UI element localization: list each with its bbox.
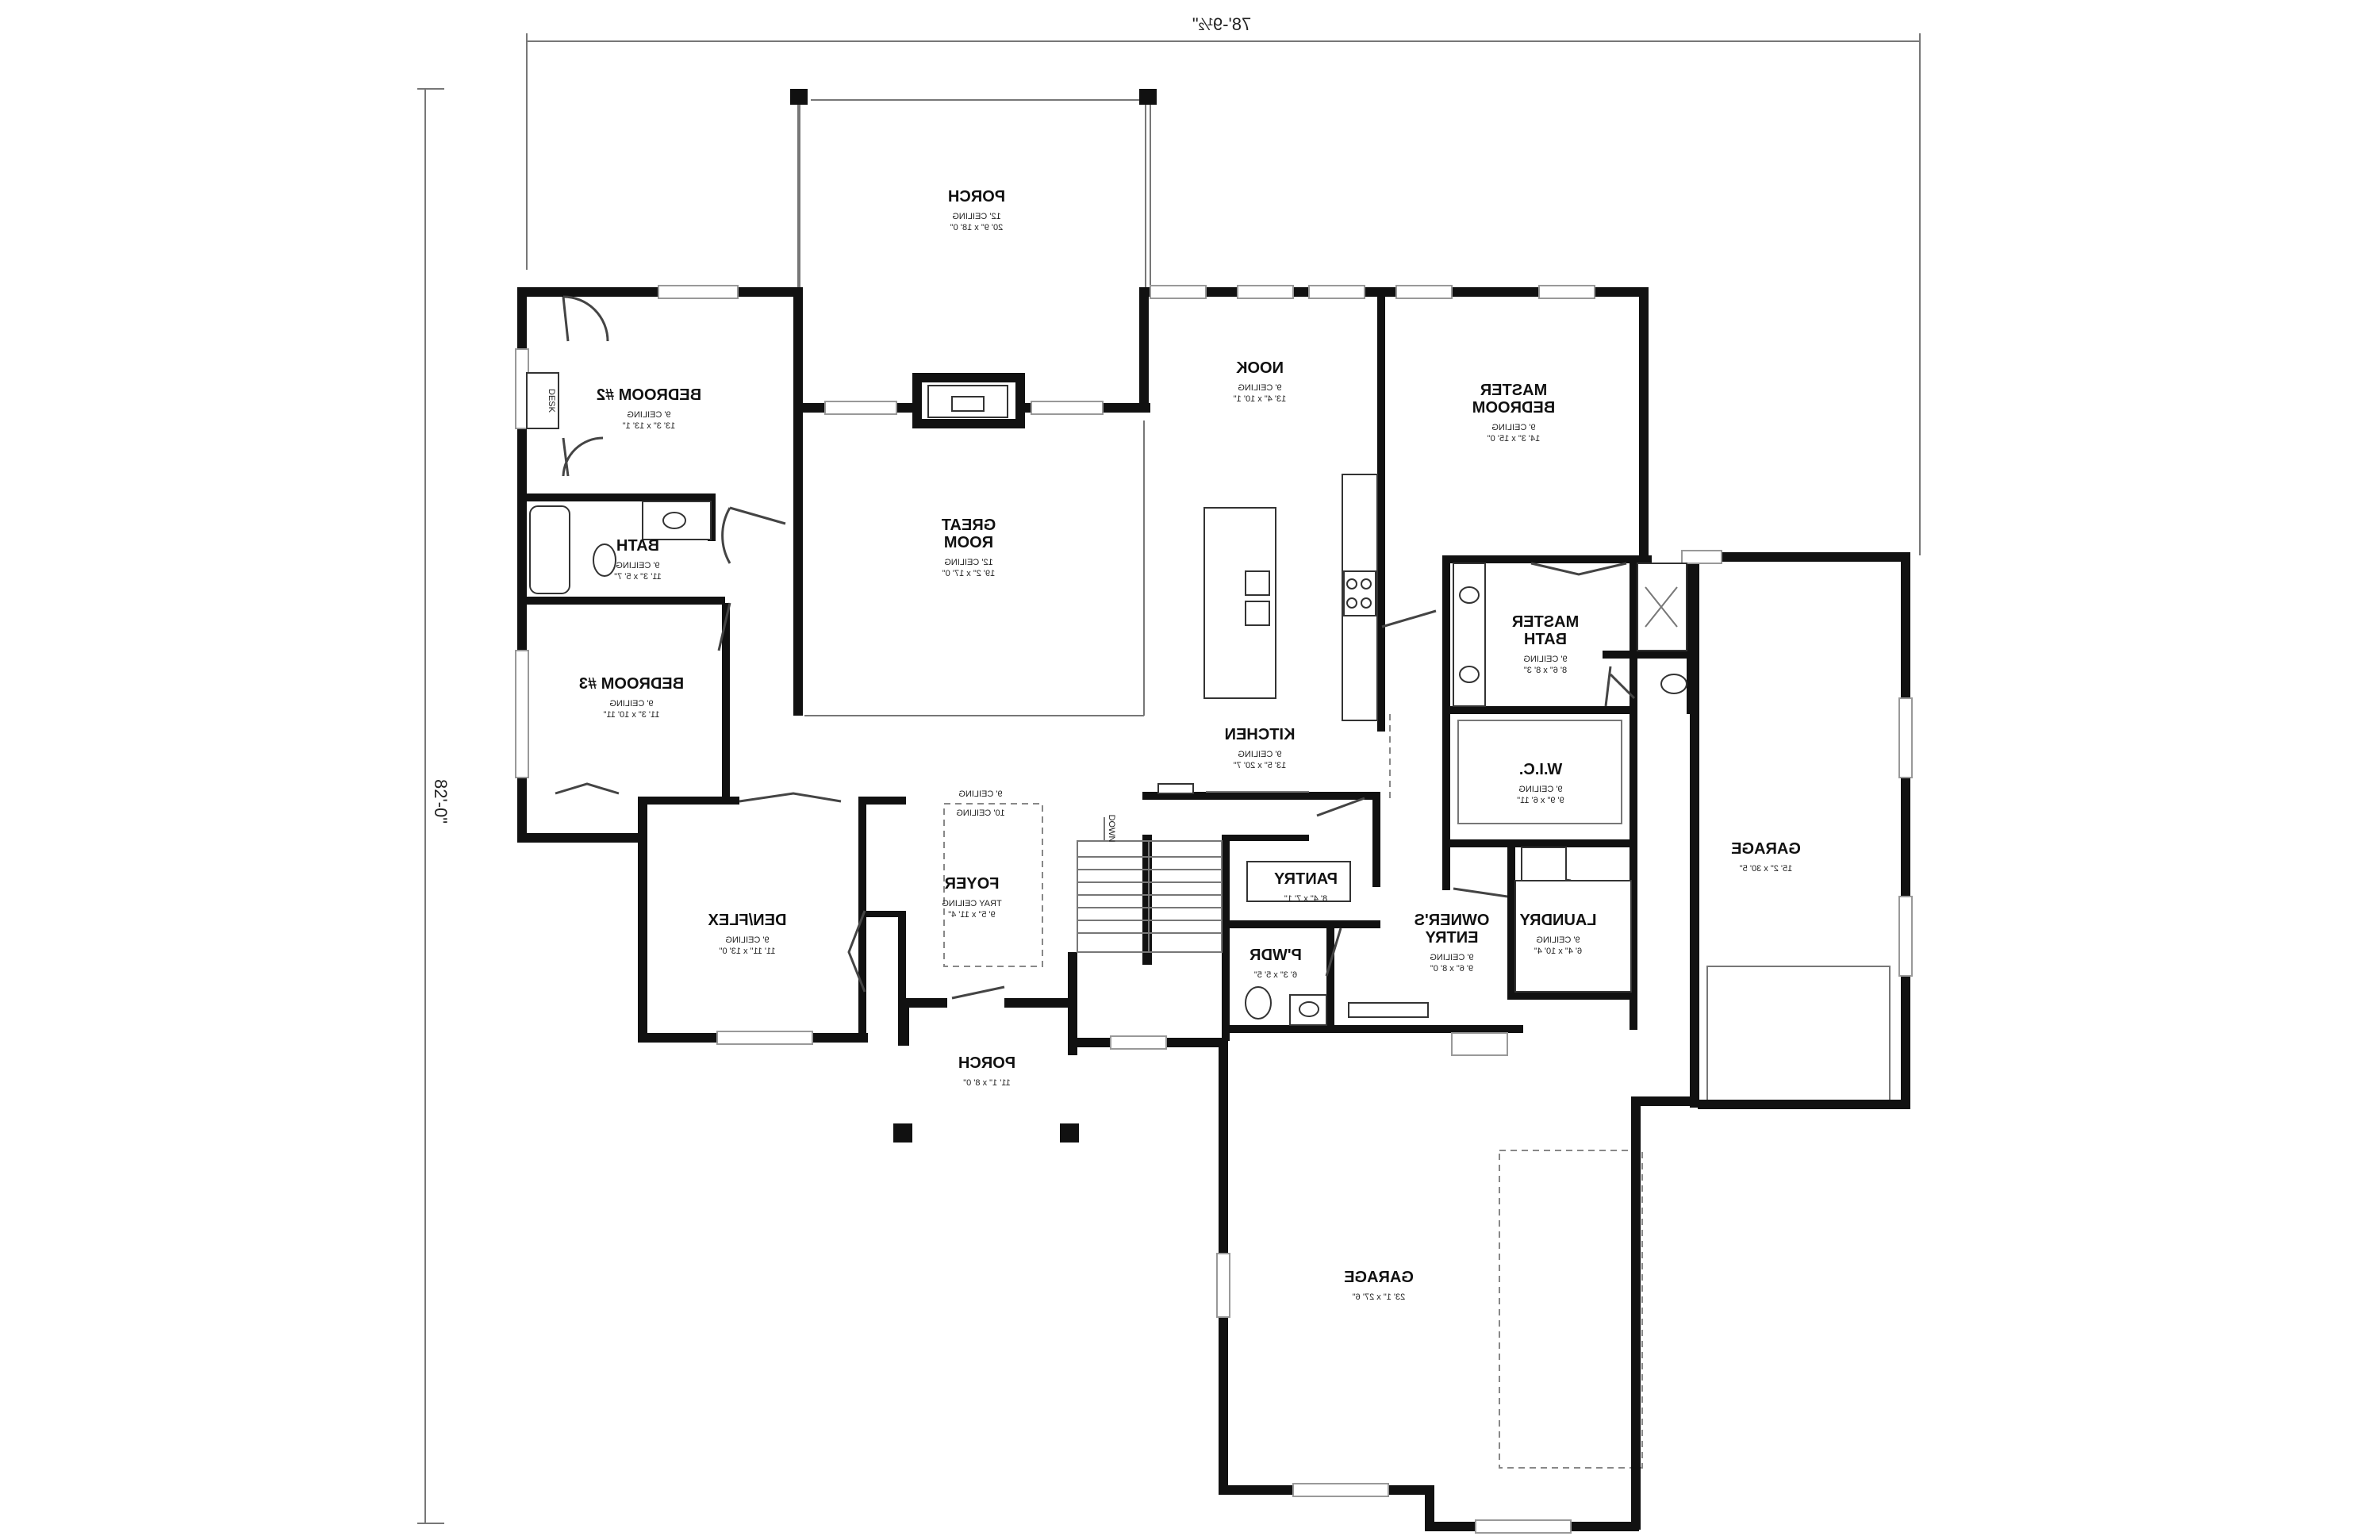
svg-text:9' CEILING: 9' CEILING [1536,935,1580,945]
svg-text:12' CEILING: 12' CEILING [944,558,992,567]
svg-text:PORCH: PORCH [958,1054,1015,1072]
windows [515,285,1913,1534]
svg-text:P'WDR: P'WDR [1250,947,1302,964]
svg-text:9' CEILING: 9' CEILING [609,699,653,709]
svg-text:MASTER: MASTER [1511,613,1579,631]
doors [555,295,1636,1056]
porch-rear-label: PORCH 12' CEILING 20' 9" x 18' 0" [948,188,1005,232]
svg-text:BATH: BATH [616,537,659,555]
owners-entry-label: OWNER'S ENTRY 9' CEILING 9' 6" x 8' 0" [1415,912,1490,974]
bath-label: BATH 9' CEILING 11' 3" x 5' 7" [614,537,662,582]
svg-text:9' CEILING: 9' CEILING [627,410,670,420]
svg-text:GARAGE: GARAGE [1344,1269,1414,1286]
pwdr-label: P'WDR 6' 3" x 5' 5" [1250,947,1302,980]
foyer-ceiling-note: 9' CEILING 10' CEILING [956,789,1004,818]
svg-text:OWNER'S: OWNER'S [1415,912,1490,929]
svg-text:10' CEILING: 10' CEILING [956,808,1004,818]
svg-text:9' CEILING: 9' CEILING [1518,785,1562,794]
svg-text:9' 9" x 6' 11": 9' 9" x 6' 11" [1517,796,1564,805]
svg-text:DEN/FLEX: DEN/FLEX [708,912,787,929]
svg-text:78'-9½": 78'-9½" [1192,14,1251,34]
svg-text:BEDROOM #2: BEDROOM #2 [597,386,701,404]
bedroom3-label: BEDROOM #3 9' CEILING 11' 3" x 10' 11" [579,675,684,720]
svg-text:82'-0": 82'-0" [431,779,451,824]
exterior-walls [517,89,1910,1531]
svg-text:9' CEILING: 9' CEILING [725,935,769,945]
ceiling-outlines [804,421,1891,1469]
kitchen-label: KITCHEN 9' CEILING 13' 5" x 20' 7" [1225,726,1296,770]
svg-text:PANTRY: PANTRY [1273,870,1338,888]
great-room-label: GREAT ROOM 12' CEILING 19' 2" x 17' 0" [942,517,996,578]
svg-text:GARAGE: GARAGE [1731,840,1801,858]
den-flex-label: DEN/FLEX 9' CEILING 11' 11" x 13' 0" [708,912,787,956]
stair-down-label: DOWN [1107,815,1116,843]
svg-text:MASTER: MASTER [1480,382,1547,399]
svg-text:9' CEILING: 9' CEILING [1523,655,1567,664]
svg-text:GREAT: GREAT [942,517,996,534]
svg-text:KITCHEN: KITCHEN [1225,726,1296,743]
svg-text:9' CEILING: 9' CEILING [1430,953,1473,962]
svg-text:20' 9" x 18' 0": 20' 9" x 18' 0" [950,223,1004,232]
overall-depth-label: 82'-0" [431,779,451,824]
svg-text:23' 1" x 27' 6": 23' 1" x 27' 6" [1353,1292,1406,1302]
svg-text:11' 3" x 10' 11": 11' 3" x 10' 11" [603,710,659,720]
svg-text:9' CEILING: 9' CEILING [1238,750,1281,759]
svg-text:9' CEILING: 9' CEILING [958,789,1002,799]
svg-text:11' 1" x 8' 0": 11' 1" x 8' 0" [963,1078,1011,1088]
nook-label: NOOK 9' CEILING 13' 4" x 10' 1" [1234,359,1287,404]
stairs [1077,817,1223,953]
garage-right-label: GARAGE 15' 2" x 30' 5" [1731,840,1801,874]
svg-text:LAUNDRY: LAUNDRY [1519,912,1597,929]
bedroom2-label: BEDROOM #2 9' CEILING 13' 3" x 13' 1" [597,386,701,431]
wic-label: W.I.C. 9' CEILING 9' 9" x 6' 11" [1517,761,1564,805]
svg-text:13' 3" x 13' 1": 13' 3" x 13' 1" [623,421,676,431]
svg-text:BEDROOM #3: BEDROOM #3 [579,675,684,693]
laundry-label: LAUNDRY 9' CEILING 6' 4" x 10' 4" [1519,912,1597,956]
svg-text:15' 2" x 30' 5": 15' 2" x 30' 5" [1740,864,1793,874]
svg-text:9' CEILING: 9' CEILING [1238,383,1281,393]
svg-text:11' 11" x 13' 0": 11' 11" x 13' 0" [719,947,775,956]
svg-text:9' CEILING: 9' CEILING [616,561,659,570]
garage-main-label: GARAGE 23' 1" x 27' 6" [1344,1269,1414,1302]
svg-text:TRAY CEILING: TRAY CEILING [942,899,1001,908]
range [1343,570,1376,616]
svg-text:12' CEILING: 12' CEILING [952,212,1000,221]
porch-front-label: PORCH 11' 1" x 8' 0" [958,1054,1015,1088]
svg-text:NOOK: NOOK [1235,359,1284,377]
svg-text:9' 5" x 11' 4": 9' 5" x 11' 4" [948,910,996,920]
svg-text:14' 3" x 15' 0": 14' 3" x 15' 0" [1488,434,1541,444]
svg-text:PORCH: PORCH [948,188,1005,205]
porch-rear-outline [797,99,1151,290]
svg-text:6' 4" x 10' 4": 6' 4" x 10' 4" [1534,947,1582,956]
svg-text:13' 4" x 10' 1": 13' 4" x 10' 1" [1234,394,1287,404]
pantry-label: PANTRY 8' 4" x 7' 1" [1273,870,1338,904]
svg-text:ROOM: ROOM [944,534,993,551]
svg-text:13' 5" x 20' 7": 13' 5" x 20' 7" [1234,761,1287,770]
svg-text:6' 3" x 5' 5": 6' 3" x 5' 5" [1254,970,1297,980]
svg-text:8' 6" x 8' 3": 8' 6" x 8' 3" [1524,666,1567,675]
svg-text:11' 3" x 5' 7": 11' 3" x 5' 7" [614,572,662,582]
svg-text:8' 4" x 7' 1": 8' 4" x 7' 1" [1284,894,1327,904]
svg-text:9' CEILING: 9' CEILING [1491,423,1535,432]
desk [526,372,559,429]
overall-dimensions [417,33,1921,1524]
master-bath-label: MASTER BATH 9' CEILING 8' 6" x 8' 3" [1511,613,1579,675]
foyer-label: FOYER TRAY CEILING 9' 5" x 11' 4" [942,875,1001,920]
svg-text:BEDROOM: BEDROOM [1472,399,1555,417]
svg-text:19' 2" x 17' 0": 19' 2" x 17' 0" [942,569,996,578]
svg-text:BATH: BATH [1524,631,1567,648]
fixtures [526,372,1687,1026]
svg-text:ENTRY: ENTRY [1425,929,1479,947]
svg-text:DOWN: DOWN [1107,815,1116,843]
master-bedroom-label: MASTER BEDROOM 9' CEILING 14' 3" x 15' 0… [1472,382,1555,444]
svg-text:W.I.C.: W.I.C. [1519,761,1562,778]
svg-text:FOYER: FOYER [944,875,999,893]
overall-width-label: 78'-9½" [1192,14,1251,34]
svg-text:DESK: DESK [547,389,556,413]
svg-text:9' 6" x 8' 0": 9' 6" x 8' 0" [1430,964,1473,974]
desk-label: DESK [547,389,556,413]
